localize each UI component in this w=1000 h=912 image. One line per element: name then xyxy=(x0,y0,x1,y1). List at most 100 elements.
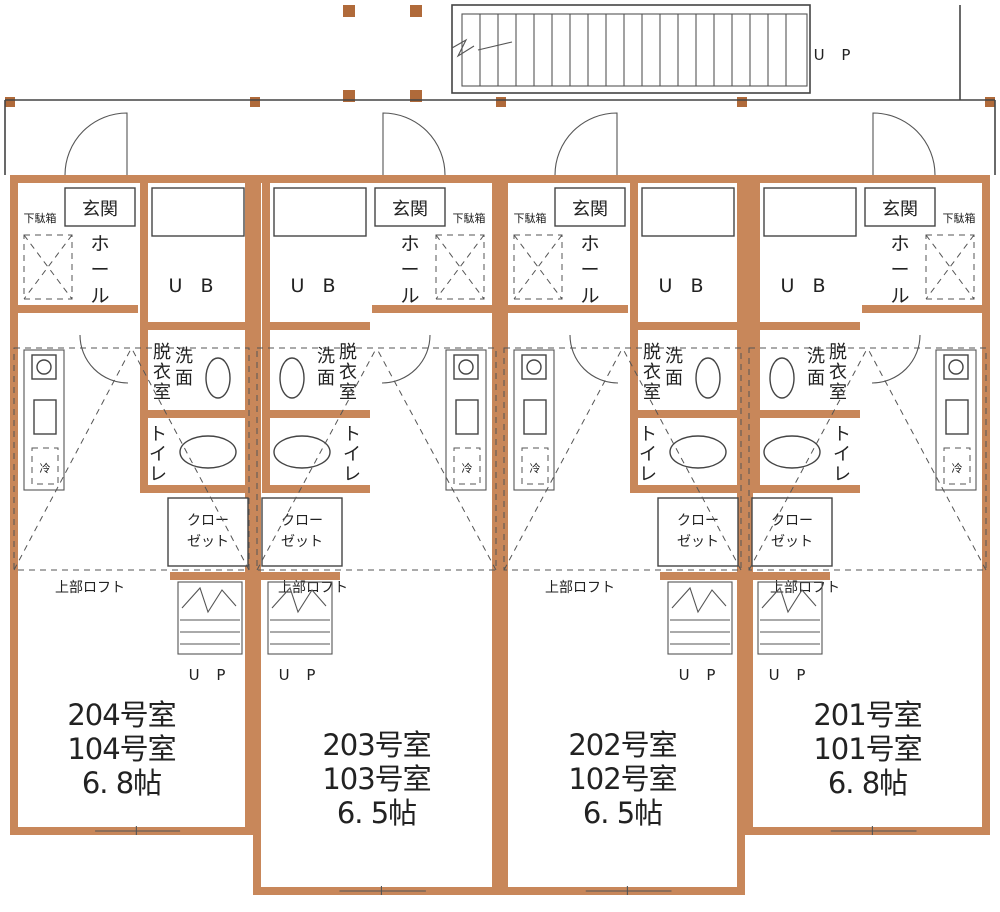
closet-label: ゼット xyxy=(771,534,813,550)
washroom-label-char: 室 xyxy=(339,382,357,403)
room-name-label: 101号室 xyxy=(813,732,921,766)
loft-diagonal xyxy=(131,347,250,571)
wall-toilet-bottom xyxy=(630,485,738,493)
washroom-label-char: 衣 xyxy=(153,362,171,383)
toilet-bowl xyxy=(273,435,331,469)
room-name-label: 102号室 xyxy=(568,762,676,796)
ladder-box xyxy=(177,581,243,655)
washroom-label-char: 衣 xyxy=(339,362,357,383)
storage-cross xyxy=(925,234,975,300)
wall-partition xyxy=(508,305,628,313)
entrance-box xyxy=(864,187,936,227)
hall-label-char: ホ xyxy=(400,233,419,255)
toilet-label-char: イ xyxy=(149,444,167,465)
hall-label-char: ル xyxy=(890,285,909,307)
entry-door-swing xyxy=(872,112,936,176)
fridge-space xyxy=(31,447,59,485)
loft-diagonal xyxy=(13,347,132,571)
wall-top xyxy=(500,175,745,183)
ladder-box xyxy=(267,581,333,655)
fridge-label: 冷 xyxy=(530,462,541,475)
washroom-label-char: 室 xyxy=(829,382,847,403)
ub-label: U B xyxy=(291,275,342,297)
stove-burner xyxy=(948,359,964,375)
storage-box xyxy=(513,234,563,300)
wall-left xyxy=(253,175,261,895)
washroom-label-char: 面 xyxy=(317,368,335,389)
wall-ladder xyxy=(750,572,830,580)
washroom-label-char: 脱 xyxy=(339,342,357,363)
storage-cross xyxy=(513,234,563,300)
stair-arrow xyxy=(477,41,513,51)
wash-basin xyxy=(279,357,305,399)
bathtub xyxy=(151,187,245,237)
loft-outline xyxy=(13,347,250,571)
loft-outline xyxy=(748,347,987,571)
loft-diagonal xyxy=(867,347,987,571)
entry-door-swing xyxy=(554,112,618,176)
door-swing xyxy=(79,334,129,384)
toilet-label-char: ト xyxy=(149,424,167,445)
sink xyxy=(945,399,969,435)
toilet-label-char: ト xyxy=(639,424,657,445)
room-name-label: 6. 8帖 xyxy=(82,766,161,800)
hall-label-char: ー xyxy=(400,259,419,281)
wash-basin xyxy=(695,357,721,399)
wall-partition xyxy=(862,305,982,313)
door-swing xyxy=(569,334,619,384)
pillar xyxy=(343,90,355,102)
toilet-bowl xyxy=(669,435,727,469)
closet-label: クロー xyxy=(281,513,323,529)
entry-door-swing xyxy=(382,112,446,176)
toilet-label-char: レ xyxy=(639,464,657,485)
hall-label-char: ホ xyxy=(580,233,599,255)
room-name-label: 6. 5帖 xyxy=(583,796,662,830)
toilet-label-char: レ xyxy=(833,464,851,485)
toilet-bowl xyxy=(763,435,821,469)
door-swing xyxy=(871,334,921,384)
hall-label-char: ー xyxy=(90,259,109,281)
kitchen-counter xyxy=(513,349,555,491)
entrance-box xyxy=(64,187,136,227)
washroom-label-char: 面 xyxy=(175,368,193,389)
wall-bath xyxy=(140,183,148,493)
kitchen-counter xyxy=(445,349,487,491)
room-name-label: 104号室 xyxy=(67,732,175,766)
closet xyxy=(751,497,833,567)
wall-left xyxy=(10,175,18,835)
washroom-label-char: 洗 xyxy=(807,346,825,367)
toilet-label-char: レ xyxy=(149,464,167,485)
washroom-label-char: 洗 xyxy=(665,346,683,367)
closet-label: クロー xyxy=(677,513,719,529)
pillar xyxy=(250,97,260,107)
closet-label: クロー xyxy=(771,513,813,529)
wall-ladder xyxy=(170,572,250,580)
ub-label: U B xyxy=(781,275,832,297)
stove-burner xyxy=(458,359,474,375)
wall-toilet-bottom xyxy=(140,485,248,493)
wall-wash xyxy=(140,322,248,330)
wall-toilet xyxy=(262,410,370,418)
stair-treads xyxy=(479,14,787,86)
entrance-label: 玄関 xyxy=(882,199,918,220)
ladder-up-label: U P xyxy=(679,666,722,684)
pillar xyxy=(343,5,355,17)
closet xyxy=(657,497,739,567)
hall-label-char: ル xyxy=(90,285,109,307)
room-name-label: 202号室 xyxy=(568,728,676,762)
wall-bath xyxy=(262,183,270,493)
washroom-label-char: 脱 xyxy=(829,342,847,363)
unit-2: 玄関下駄箱ホールU B脱衣室洗面トイレ冷クローゼット上部ロフトU P203号室1… xyxy=(253,112,500,895)
storage-box xyxy=(925,234,975,300)
closet-label: ゼット xyxy=(281,534,323,550)
wall-wash xyxy=(752,322,860,330)
sink xyxy=(523,399,547,435)
toilet-label-char: ト xyxy=(833,424,851,445)
hall-label-char: ホ xyxy=(890,233,909,255)
toilet-label-char: イ xyxy=(833,444,851,465)
washroom-label-char: 脱 xyxy=(153,342,171,363)
entrance-label: 玄関 xyxy=(82,199,118,220)
closet xyxy=(167,497,249,567)
